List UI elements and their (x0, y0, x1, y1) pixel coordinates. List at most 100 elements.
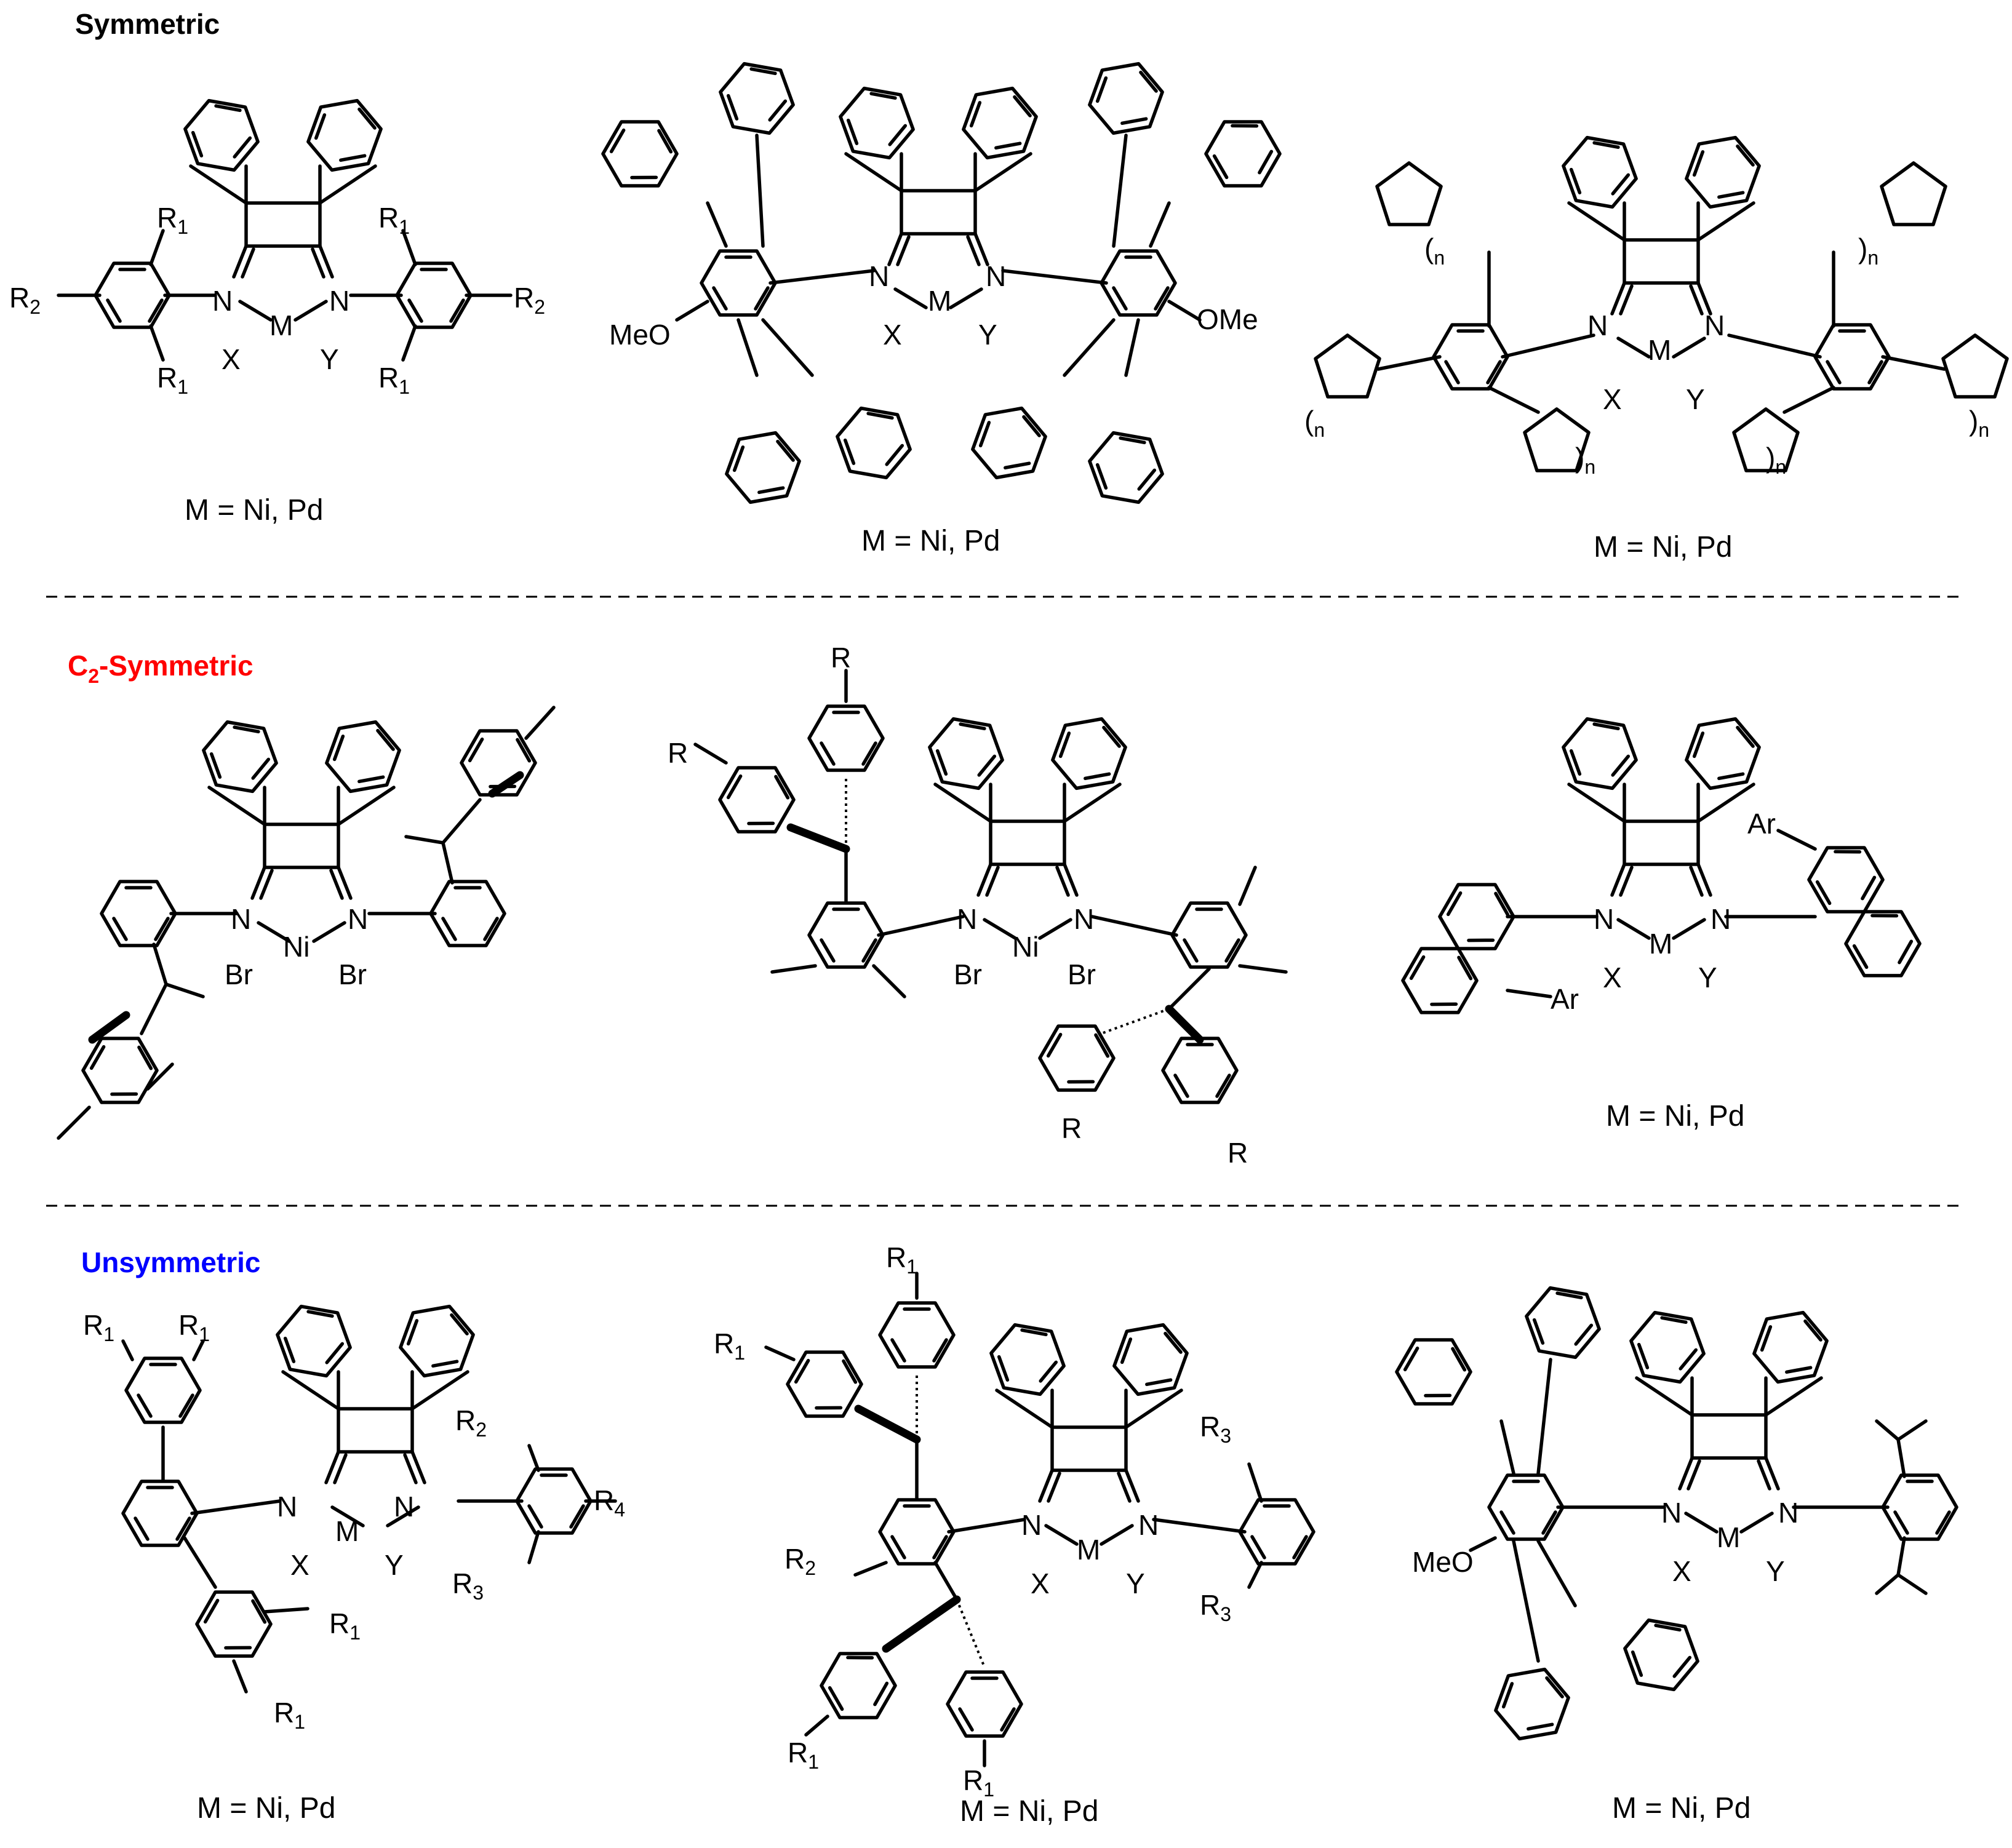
caption-metal-9: M = Ni, Pd (1612, 1792, 1751, 1825)
atom-r1-1: R1 (83, 1309, 114, 1345)
atom-y: Y (385, 1549, 404, 1581)
caption-metal-6: M = Ni, Pd (1606, 1100, 1744, 1133)
section-title-c2-symmetric: C2-Symmetric (68, 650, 253, 687)
atom-n-left: N (1587, 309, 1608, 341)
atom-n-right: N (1711, 903, 1731, 935)
atom-br-left: Br (954, 958, 982, 990)
atom-metal: M (1717, 1521, 1740, 1553)
atom-r3-top: R3 (1200, 1411, 1231, 1447)
atom-r1-4: R1 (274, 1697, 305, 1733)
atom-n-right: N (394, 1491, 414, 1523)
atom-r1-top-right: R1 (378, 202, 410, 238)
atom-y: Y (1698, 962, 1717, 994)
complex-unsym-terphenyl: N N M X Y R1 R1 R1 R1 R2 R3 R4 M = Ni, P… (83, 1296, 625, 1825)
atom-metal: M (1648, 334, 1671, 366)
complex-c2-naphthyl: N N M X Y Ar Ar M = Ni, Pd (1394, 708, 1929, 1133)
atom-r4: R4 (594, 1484, 625, 1521)
atom-y: Y (1766, 1555, 1785, 1587)
caption-metal-7: M = Ni, Pd (197, 1792, 335, 1825)
atom-ar-right: Ar (1747, 808, 1776, 840)
complex-unsym-triptycene: N N M X Y MeO M = Ni, Pd (1387, 1277, 1957, 1825)
atom-x: X (1031, 1567, 1050, 1599)
atom-r2: R2 (455, 1404, 487, 1441)
atom-r2-left: R2 (9, 282, 41, 318)
complex-symmetric-triptycene: N N M X Y MeO OMe M = Ni, Pd (594, 53, 1289, 557)
section-title-c2-rest: -Symmetric (99, 650, 253, 682)
complex-symmetric-aryl: N N M X Y R1 R1 R1 R1 R2 R2 M = Ni, Pd (9, 90, 545, 527)
atom-ar-left: Ar (1551, 983, 1579, 1015)
atom-r-bottom-right: R (1228, 1137, 1248, 1169)
atom-r1-top: R1 (886, 1241, 917, 1278)
atom-r2: R2 (784, 1543, 816, 1579)
atom-ome: MeO (1412, 1546, 1474, 1578)
atom-r1-top-left: R1 (157, 202, 188, 238)
atom-x: X (1603, 962, 1622, 994)
atom-r-left: R (668, 737, 688, 769)
atom-y: Y (1686, 383, 1705, 415)
atom-n-left: N (1594, 903, 1614, 935)
atom-metal: M (928, 285, 951, 317)
atom-nickel: Ni (1012, 931, 1039, 963)
atom-metal: M (1649, 928, 1672, 960)
atom-n-count-2: (n (1304, 405, 1325, 441)
atom-br-right: Br (338, 958, 367, 990)
atom-n-left: N (277, 1491, 297, 1523)
atom-n-count-6: )n (1766, 442, 1786, 478)
complex-unsym-benzhydryl: N N M X Y R1 R1 R2 R1 R1 R3 R3 M = Ni, P… (714, 1241, 1314, 1828)
atom-n-right: N (1778, 1497, 1798, 1529)
section-title-unsymmetric: Unsymmetric (81, 1246, 260, 1278)
atom-r1-bottom-right: R1 (378, 362, 410, 398)
atom-x: X (1672, 1555, 1691, 1587)
complex-c2-arylethyl: N N Ni Br Br (57, 706, 556, 1140)
atom-n-left: N (869, 260, 889, 292)
atom-n-right: N (1138, 1509, 1159, 1541)
atom-n-count-1: (n (1424, 233, 1445, 269)
complex-symmetric-cycloalkyl: N N M X Y (n (n )n )n )n )n M = Ni, Pd (1304, 127, 2007, 564)
atom-n-count-5: )n (1969, 405, 1989, 441)
atom-metal: M (1077, 1534, 1100, 1566)
atom-r2-right: R2 (514, 282, 545, 318)
atom-n-right: N (348, 903, 368, 935)
atom-x: X (1603, 383, 1622, 415)
atom-r3-bottom: R3 (1200, 1589, 1231, 1625)
caption-metal-8: M = Ni, Pd (960, 1795, 1098, 1828)
section-title-c2-main: C (68, 650, 88, 682)
atom-r1-left: R1 (714, 1328, 745, 1364)
atom-n-right: N (1074, 903, 1094, 935)
atom-metal: M (335, 1515, 359, 1547)
atom-r-top: R (831, 642, 851, 674)
atom-r1-bottom: R1 (963, 1764, 994, 1801)
atom-nickel: Ni (283, 931, 309, 963)
atom-n-left: N (1661, 1497, 1682, 1529)
caption-metal-1: M = Ni, Pd (185, 494, 323, 527)
section-title-symmetric: Symmetric (75, 8, 220, 40)
atom-r1-bottom-left: R1 (157, 362, 188, 398)
atom-n-left: N (231, 903, 251, 935)
atom-r3: R3 (452, 1567, 484, 1604)
atom-n-left: N (1021, 1509, 1042, 1541)
atom-y: Y (1126, 1567, 1145, 1599)
caption-metal-3: M = Ni, Pd (1594, 531, 1732, 564)
atom-r-bottom-left: R (1061, 1112, 1082, 1144)
atom-n-count-3: )n (1575, 442, 1595, 478)
atom-ome-left: MeO (609, 319, 671, 351)
atom-r1-2: R1 (178, 1309, 210, 1345)
atom-y: Y (978, 319, 997, 351)
atom-y: Y (320, 343, 339, 375)
atom-br-left: Br (225, 958, 253, 990)
atom-r1-bottom-left: R1 (788, 1737, 819, 1773)
atom-n-right: N (1704, 309, 1725, 341)
atom-x: X (883, 319, 902, 351)
atom-br-right: Br (1068, 958, 1096, 990)
complex-c2-benzhydryl: N N Ni Br Br R R R R (668, 642, 1288, 1169)
atom-metal: M (269, 309, 293, 341)
atom-n-right: N (329, 285, 349, 317)
atom-n-count-4: )n (1858, 233, 1878, 269)
atom-x: X (290, 1549, 309, 1581)
atom-r1-3: R1 (329, 1607, 361, 1644)
atom-ome-right: OMe (1197, 303, 1258, 335)
atom-n-right: N (986, 260, 1006, 292)
section-title-c2-subscript: 2 (88, 665, 99, 687)
atom-n-left: N (957, 903, 977, 935)
